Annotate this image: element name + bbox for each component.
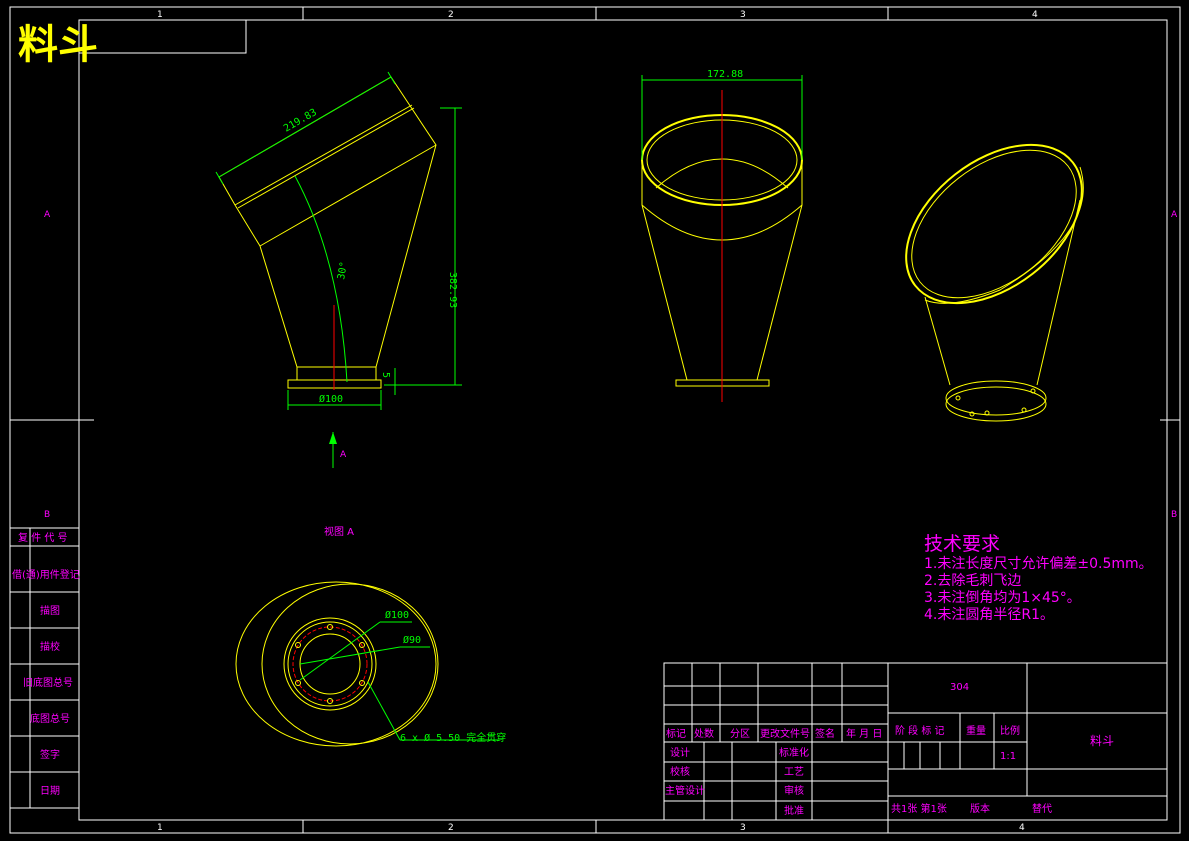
zone-right-b: B [1171, 510, 1177, 520]
strip-label-5: 底图总号 [30, 712, 70, 725]
zone-left-a: A [44, 210, 51, 220]
strip-label-7: 日期 [40, 785, 60, 797]
outer-border [9, 6, 1181, 834]
strip-label-1: 借(通)用件登记 [12, 568, 80, 581]
people-lead: 主管设计 [665, 784, 705, 797]
zone-bottom-4: 4 [1019, 823, 1025, 833]
strip-label-3: 描校 [40, 640, 60, 653]
dim-outer-dia: Ø100 [385, 609, 409, 621]
tech-req-item-1: 1.未注长度尺寸允许偏差±0.5mm。 [924, 556, 1153, 572]
people-standard: 标准化 [779, 746, 809, 759]
people-approve: 批准 [784, 804, 804, 817]
zone-left-b: B [44, 510, 50, 520]
people-review: 审核 [784, 784, 804, 797]
dim-inner-dia: Ø90 [403, 634, 421, 646]
scale-value: 1:1 [1000, 751, 1016, 762]
zone-top-2: 2 [448, 10, 454, 20]
people-design: 设计 [670, 746, 690, 759]
title-box [78, 19, 247, 54]
strip-label-4: 旧底图总号 [23, 676, 73, 689]
hdr-date: 年 月 日 [846, 727, 882, 740]
tech-req-item-3: 3.未注倒角均为1×45°。 [924, 590, 1081, 606]
zone-top-1: 1 [157, 10, 163, 20]
view-a-label: 视图 A [324, 525, 354, 538]
replace-label: 替代 [1032, 802, 1052, 815]
zone-top-4: 4 [1032, 10, 1038, 20]
hdr-zone: 分区 [730, 728, 750, 740]
arrow-a-label: A [340, 450, 347, 460]
view-a-drawing [235, 581, 500, 747]
people-check: 校核 [670, 765, 690, 778]
strip-label-2: 描图 [40, 604, 60, 617]
hdr-sign: 签名 [815, 727, 835, 740]
hdr-change-doc: 更改文件号 [760, 727, 810, 740]
zone-bottom-1: 1 [157, 823, 163, 833]
zone-top-3: 3 [740, 10, 746, 20]
version-label: 版本 [970, 802, 990, 815]
scale-label: 比例 [1000, 724, 1020, 737]
tech-req-item-4: 4.未注圆角半径R1。 [924, 607, 1054, 623]
view-arrow-a [329, 432, 337, 468]
part-name-value: 料斗 [1090, 734, 1114, 748]
strip-label-6: 签字 [40, 748, 60, 761]
strip-label-0: 复 件 代 号 [18, 531, 68, 544]
front-view [641, 75, 803, 402]
left-strip-grid [10, 527, 79, 809]
zone-bottom-3: 3 [740, 823, 746, 833]
title-block-grid [663, 662, 1168, 821]
inner-border [78, 19, 1168, 821]
dim-slant-length: 219.83 [282, 107, 319, 135]
zone-ticks [10, 7, 1180, 833]
people-process: 工艺 [784, 766, 804, 778]
dim-flange-thk: 5 [380, 372, 391, 378]
side-view [215, 71, 462, 410]
tech-req-item-2: 2.去除毛刺飞边 [924, 573, 1021, 589]
iso-view [905, 143, 1084, 422]
hdr-mark: 标记 [666, 728, 686, 740]
drawing-title: 料斗 [18, 21, 98, 68]
dim-holes: 6 x Ø 5.50 完全贯穿 [400, 731, 506, 744]
dim-base-dia: Ø100 [319, 393, 343, 405]
weight-label: 重量 [966, 724, 986, 737]
stage-mark-label: 阶 段 标 记 [895, 724, 945, 737]
dim-top-dia: 172.88 [707, 69, 743, 80]
zone-bottom-2: 2 [448, 823, 454, 833]
hdr-count: 处数 [694, 727, 714, 740]
material-value: 304 [950, 682, 969, 693]
zone-right-a: A [1171, 210, 1178, 220]
sheet-info: 共1张 第1张 [891, 802, 947, 815]
dim-height: 382.93 [447, 272, 458, 308]
tech-req-heading: 技术要求 [924, 533, 1000, 555]
dim-angle: 30° [336, 261, 350, 281]
